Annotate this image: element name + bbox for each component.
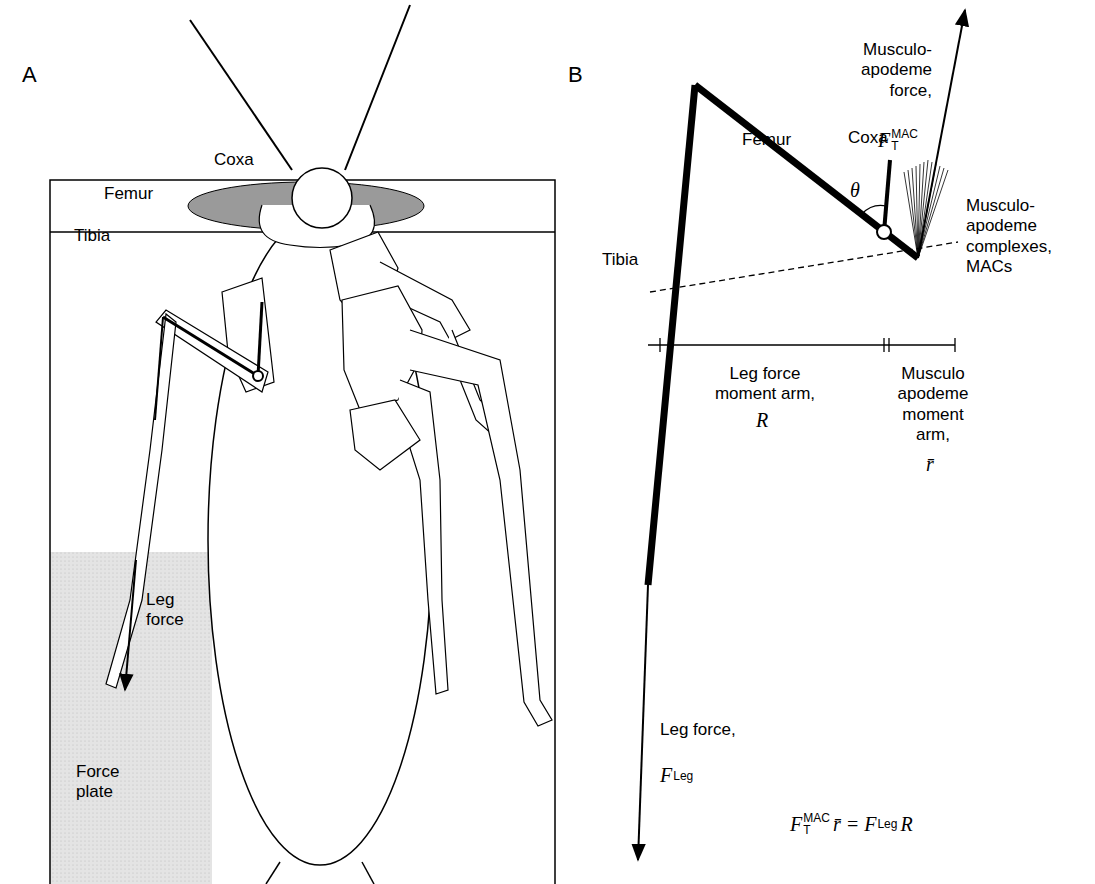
math-symbol: r̄ = F — [833, 813, 877, 836]
panel-letter: B — [568, 62, 583, 88]
force-label: Musculo- apodeme force, — [840, 40, 932, 101]
script-stack: Leg — [877, 818, 897, 830]
math-symbol: r̄ — [926, 452, 934, 476]
panel-letter: A — [22, 62, 37, 88]
force-label: Leg force, — [660, 720, 750, 740]
math-script: T — [803, 824, 830, 836]
script-stack: Leg — [673, 770, 693, 782]
part-name: Musculo- apodeme complexes, MACs — [966, 196, 1086, 278]
force-label: Leg force — [146, 590, 196, 631]
math-script: T — [891, 140, 918, 152]
math-symbol: R — [900, 813, 912, 836]
math-script: MAC — [803, 812, 830, 824]
math-script: Leg — [877, 818, 897, 830]
math-symbol: F — [660, 764, 672, 787]
part-name: Tibia — [74, 226, 110, 246]
apodeme-strand — [918, 168, 944, 258]
force-plate: Force plate — [50, 552, 212, 884]
script-stack: MACT — [891, 128, 918, 152]
force-symbol: FMACT — [878, 128, 921, 152]
dimension-label: Leg force moment arm, — [700, 364, 830, 405]
angle-symbol: θ — [850, 178, 860, 202]
apodeme-strand — [916, 166, 918, 258]
part-name: Coxa — [214, 150, 254, 170]
part-name: Femur — [104, 184, 153, 204]
dimension-label: Musculo apodeme moment arm, — [890, 364, 976, 446]
moment-equation: FMACTr̄ = FLegR — [790, 812, 913, 836]
force-symbol: FLeg — [660, 764, 696, 787]
math-script: MAC — [891, 128, 918, 140]
part-name: Femur — [742, 130, 791, 150]
plate-label: Force plate — [76, 762, 136, 803]
part-name: Tibia — [602, 250, 638, 270]
math-symbol: F — [878, 129, 890, 152]
math-script: Leg — [673, 770, 693, 782]
script-stack: MACT — [803, 812, 830, 836]
math-symbol: R — [756, 408, 768, 432]
math-symbol: F — [790, 813, 802, 836]
